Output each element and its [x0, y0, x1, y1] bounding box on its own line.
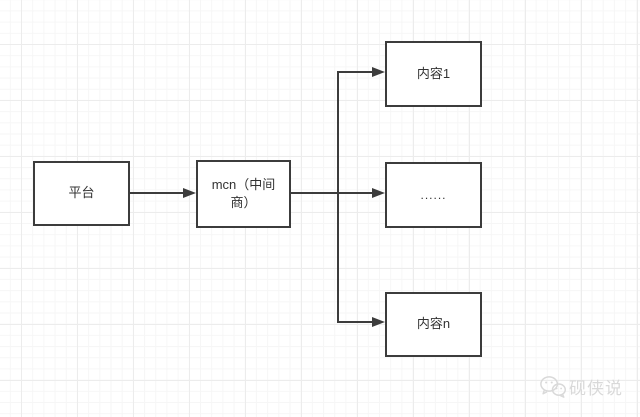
watermark-text: 砚侠说 — [569, 379, 623, 398]
edge-mcn-to-contentn — [337, 321, 373, 323]
arrowhead-icon — [372, 317, 385, 327]
watermark: 砚侠说 — [539, 374, 623, 399]
arrowhead-icon — [372, 67, 385, 77]
edge-mcn-to-content1 — [337, 71, 373, 73]
edge-branch-trunk — [337, 71, 339, 323]
arrowhead-icon — [372, 188, 385, 198]
node-contentn: 内容n — [385, 292, 482, 357]
edge-mcn-to-ellipsis — [291, 192, 373, 194]
node-platform: 平台 — [33, 161, 130, 226]
node-content1: 内容1 — [385, 41, 482, 107]
node-mcn: mcn（中间商） — [196, 160, 291, 228]
edge-platform-to-mcn — [130, 192, 184, 194]
arrowhead-icon — [183, 188, 196, 198]
node-ellipsis: ...... — [385, 162, 482, 228]
wechat-icon — [539, 375, 569, 399]
